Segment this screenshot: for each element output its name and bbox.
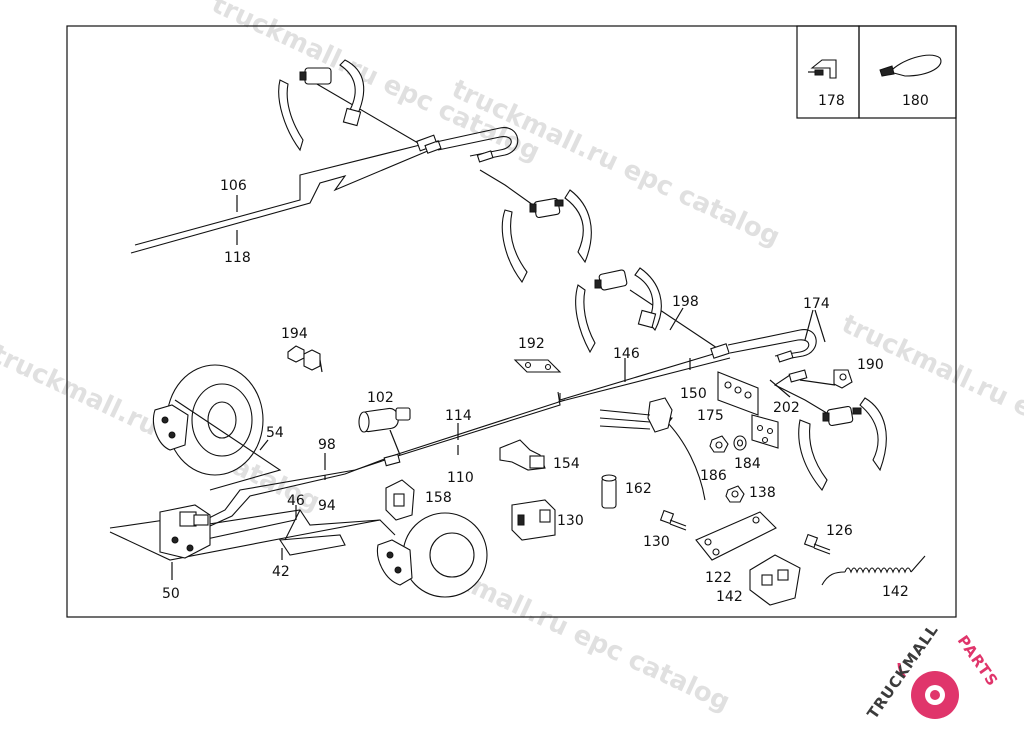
truckmall-logo: TRUCKMALL PARTS — [864, 621, 1002, 722]
callout-106: 106 — [220, 178, 247, 194]
valve-102 — [358, 407, 411, 456]
legend-box: 178 180 — [796, 25, 957, 119]
bolt-130-right — [803, 533, 831, 555]
nut-186 — [709, 435, 729, 453]
main-brake-pipe — [204, 391, 566, 527]
legend-label-180: 180 — [902, 93, 929, 109]
plate-126 — [695, 511, 777, 561]
legend-label-178: 178 — [818, 93, 845, 109]
callout-94: 94 — [318, 498, 336, 514]
callout-184: 184 — [734, 456, 761, 472]
callout-170: 130 — [557, 513, 584, 529]
watermark: truckmall.ru epc catalog — [447, 74, 784, 253]
callout-42: 42 — [272, 564, 290, 580]
callout-186: 186 — [700, 468, 727, 484]
distributor-fitting — [599, 397, 673, 433]
cable-tie-icon — [879, 54, 942, 77]
callout-190: 190 — [857, 357, 884, 373]
logo-text-right: PARTS — [954, 632, 1002, 690]
clip-194 — [287, 345, 323, 373]
rear-axle-brake-lines — [130, 59, 592, 284]
front-left-disc-brake — [152, 364, 282, 491]
callout-138: 138 — [749, 485, 776, 501]
callout-174: 174 — [803, 296, 830, 312]
callout-150: 150 — [680, 386, 707, 402]
callout-54: 54 — [266, 425, 284, 441]
clip-154 — [499, 439, 546, 471]
callout-175: 175 — [697, 408, 724, 424]
spring-142 — [821, 555, 926, 586]
callout-102: 102 — [367, 390, 394, 406]
washer-184 — [733, 435, 747, 451]
callout-194: 194 — [281, 326, 308, 342]
callout-154: 154 — [553, 456, 580, 472]
front-right-disc-brake — [376, 479, 488, 598]
callout-130-right: 126 — [826, 523, 853, 539]
callout-122: 142 — [716, 589, 743, 605]
callout-146: 146 — [613, 346, 640, 362]
sleeve-162 — [601, 474, 617, 509]
bolt-130-left — [659, 509, 687, 531]
callout-142-label: 142 — [882, 584, 909, 600]
callout-130-left: 130 — [643, 534, 670, 550]
callout-98: 98 — [318, 437, 336, 453]
diagram-frame — [66, 25, 957, 618]
mounting-plate-175 — [717, 371, 779, 449]
callout-126: 122 — [705, 570, 732, 586]
block-170 — [511, 499, 556, 541]
callout-46: 46 — [287, 493, 305, 509]
master-cylinder-assembly — [109, 504, 396, 580]
nut-138 — [725, 485, 745, 503]
front-right-brake-lines — [557, 267, 887, 491]
callout-50: 50 — [162, 586, 180, 602]
callout-198: 198 — [672, 294, 699, 310]
clip-icon — [808, 59, 837, 79]
callout-110: 110 — [447, 470, 474, 486]
callout-162: 162 — [625, 481, 652, 497]
callout-158: 158 — [425, 490, 452, 506]
callout-192: 192 — [518, 336, 545, 352]
callout-114: 114 — [445, 408, 472, 424]
watermark: truckmall.ru epc catalog — [207, 0, 544, 168]
callout-202: 202 — [773, 400, 800, 416]
bracket-122 — [749, 554, 801, 606]
callout-118: 118 — [224, 250, 251, 266]
bracket-192 — [513, 359, 562, 373]
